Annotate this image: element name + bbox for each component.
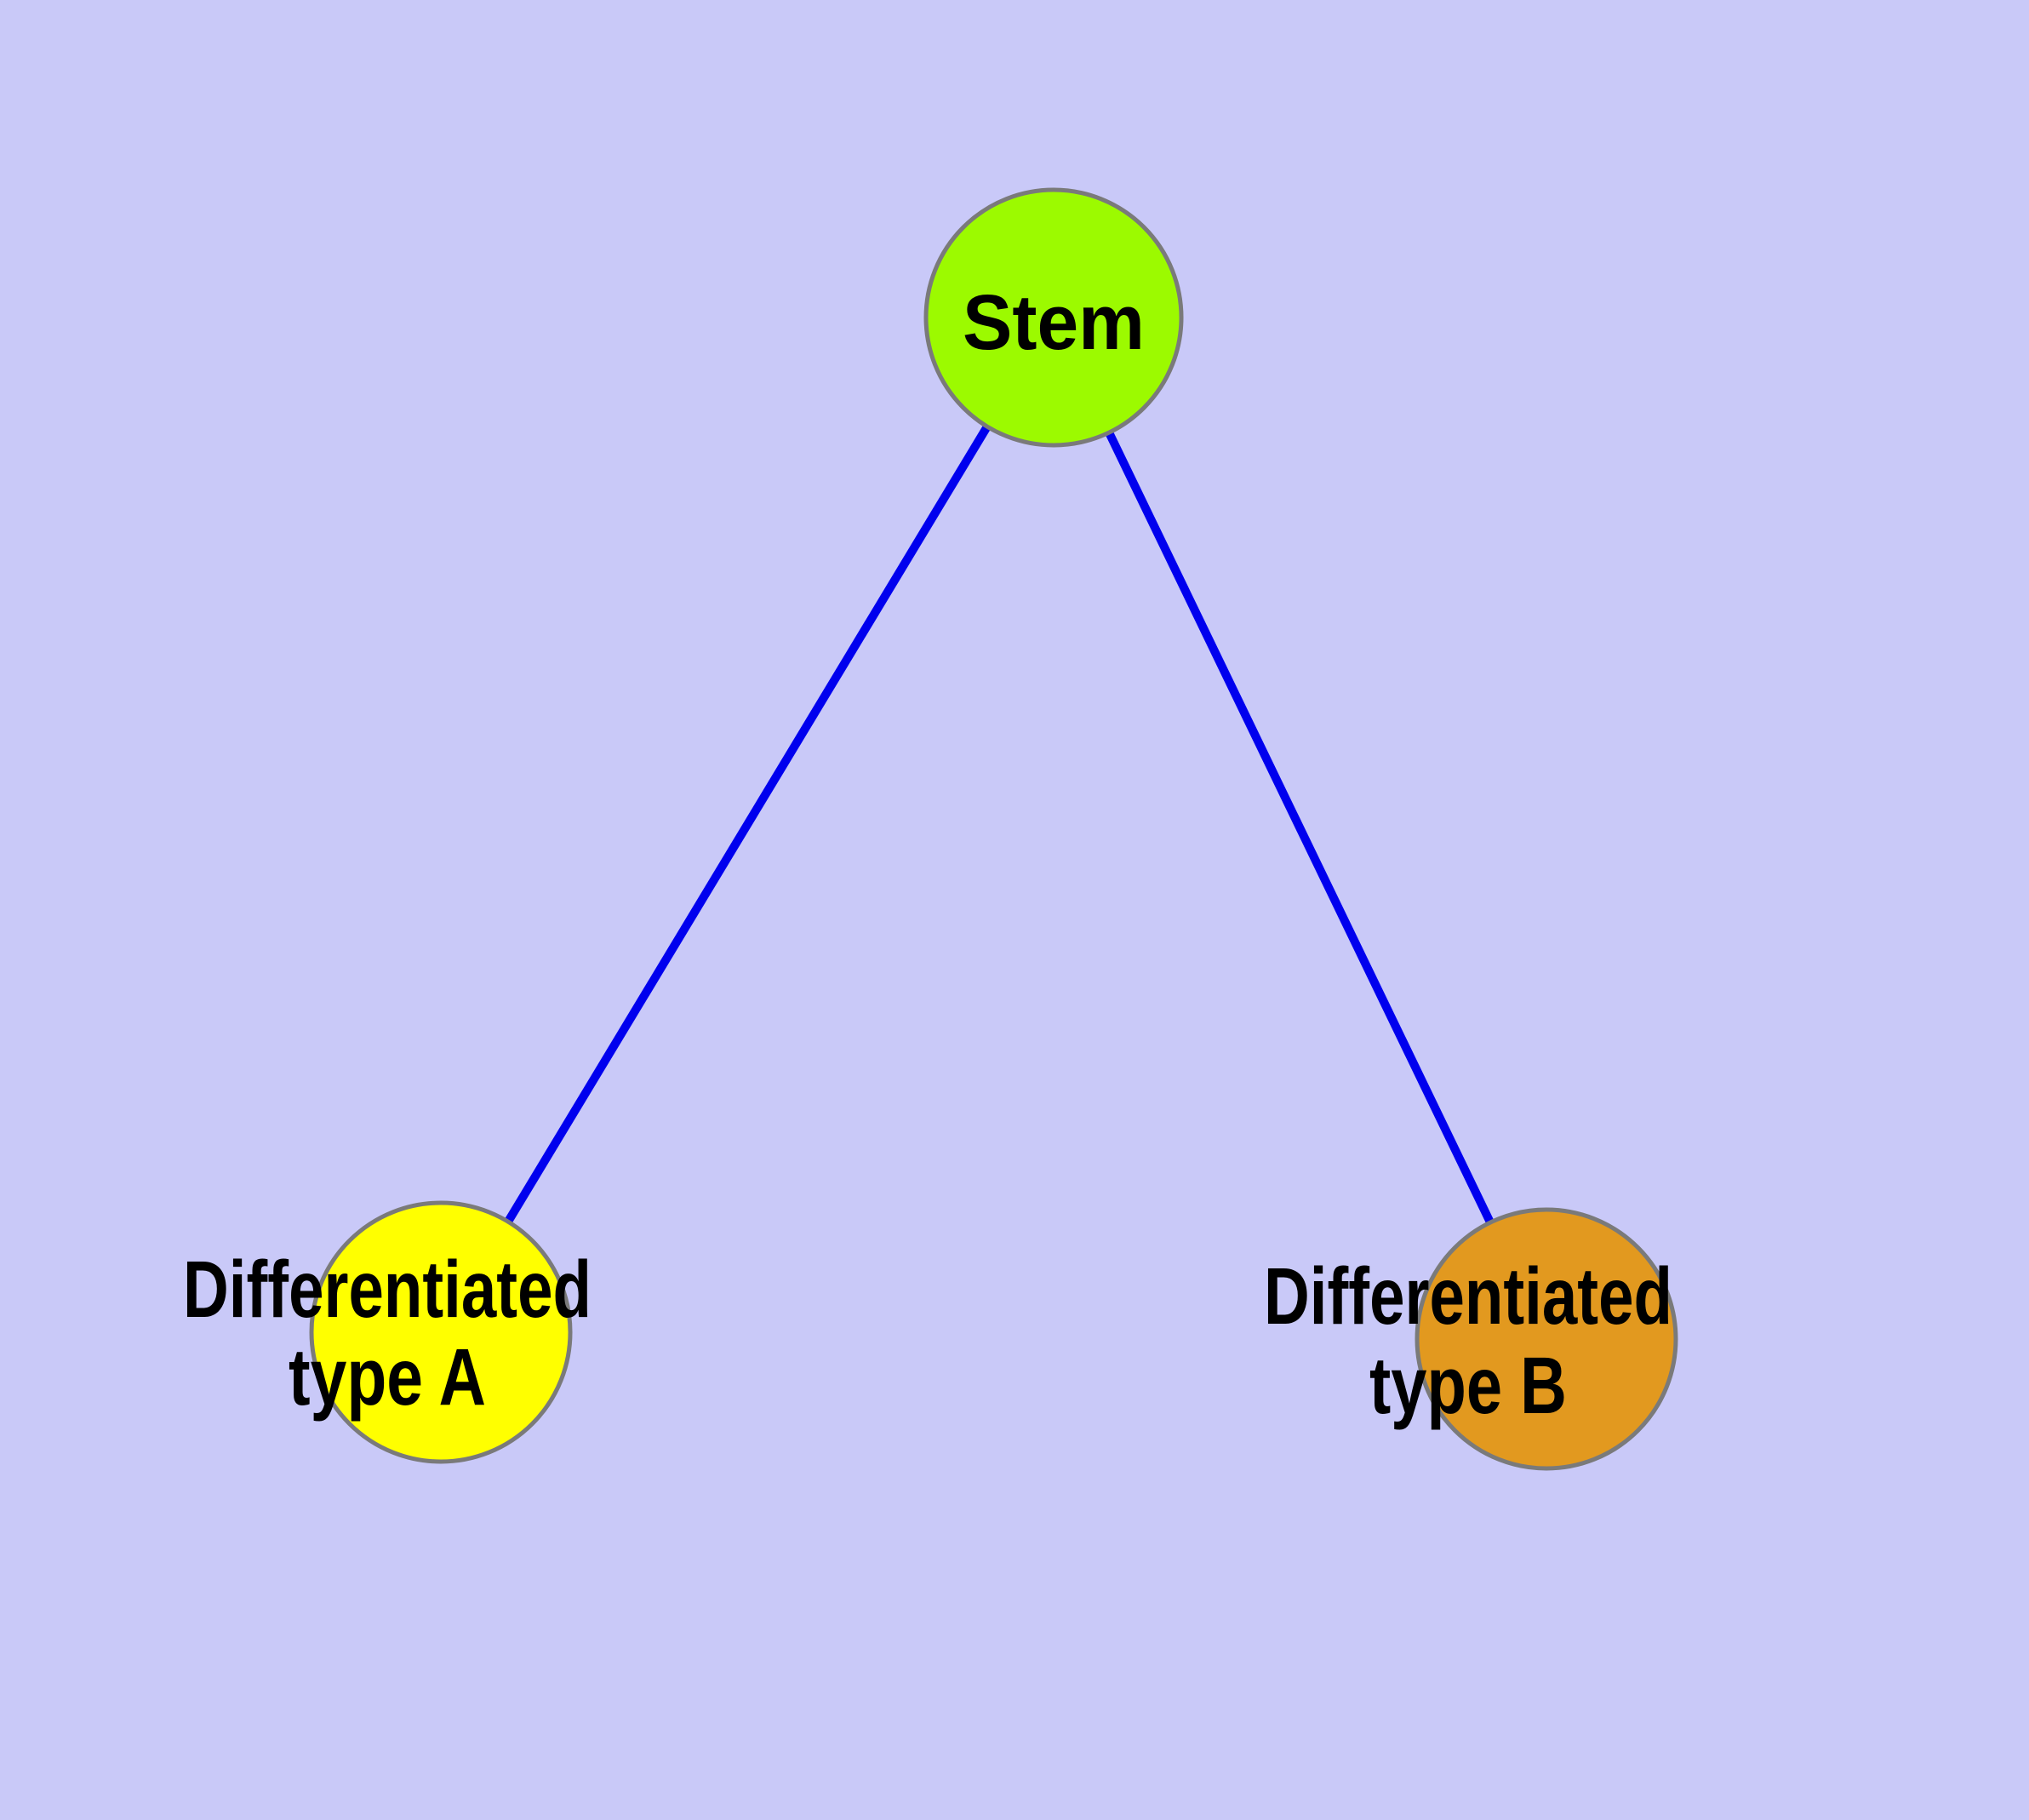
- node-stem-circle: [923, 187, 1184, 448]
- node-type-b-label-line1: Differentiated: [1264, 1251, 1672, 1342]
- node-stem-label: Stem: [963, 279, 1145, 366]
- node-differentiated-type-b: Differentiated type B: [1264, 1207, 1678, 1471]
- node-type-a-circle: [309, 1200, 573, 1464]
- node-type-b-label-line2: type B: [1369, 1341, 1567, 1431]
- node-type-a-label-line1: Differentiated: [183, 1245, 592, 1335]
- node-stem: Stem: [923, 187, 1184, 448]
- node-type-a-label-line2: type A: [289, 1332, 486, 1422]
- edge-stem-to-type-b: [1105, 430, 1495, 1227]
- node-type-b-circle: [1415, 1207, 1678, 1471]
- edge-stem-to-type-a: [504, 424, 992, 1224]
- node-differentiated-type-a: Differentiated type A: [183, 1200, 592, 1464]
